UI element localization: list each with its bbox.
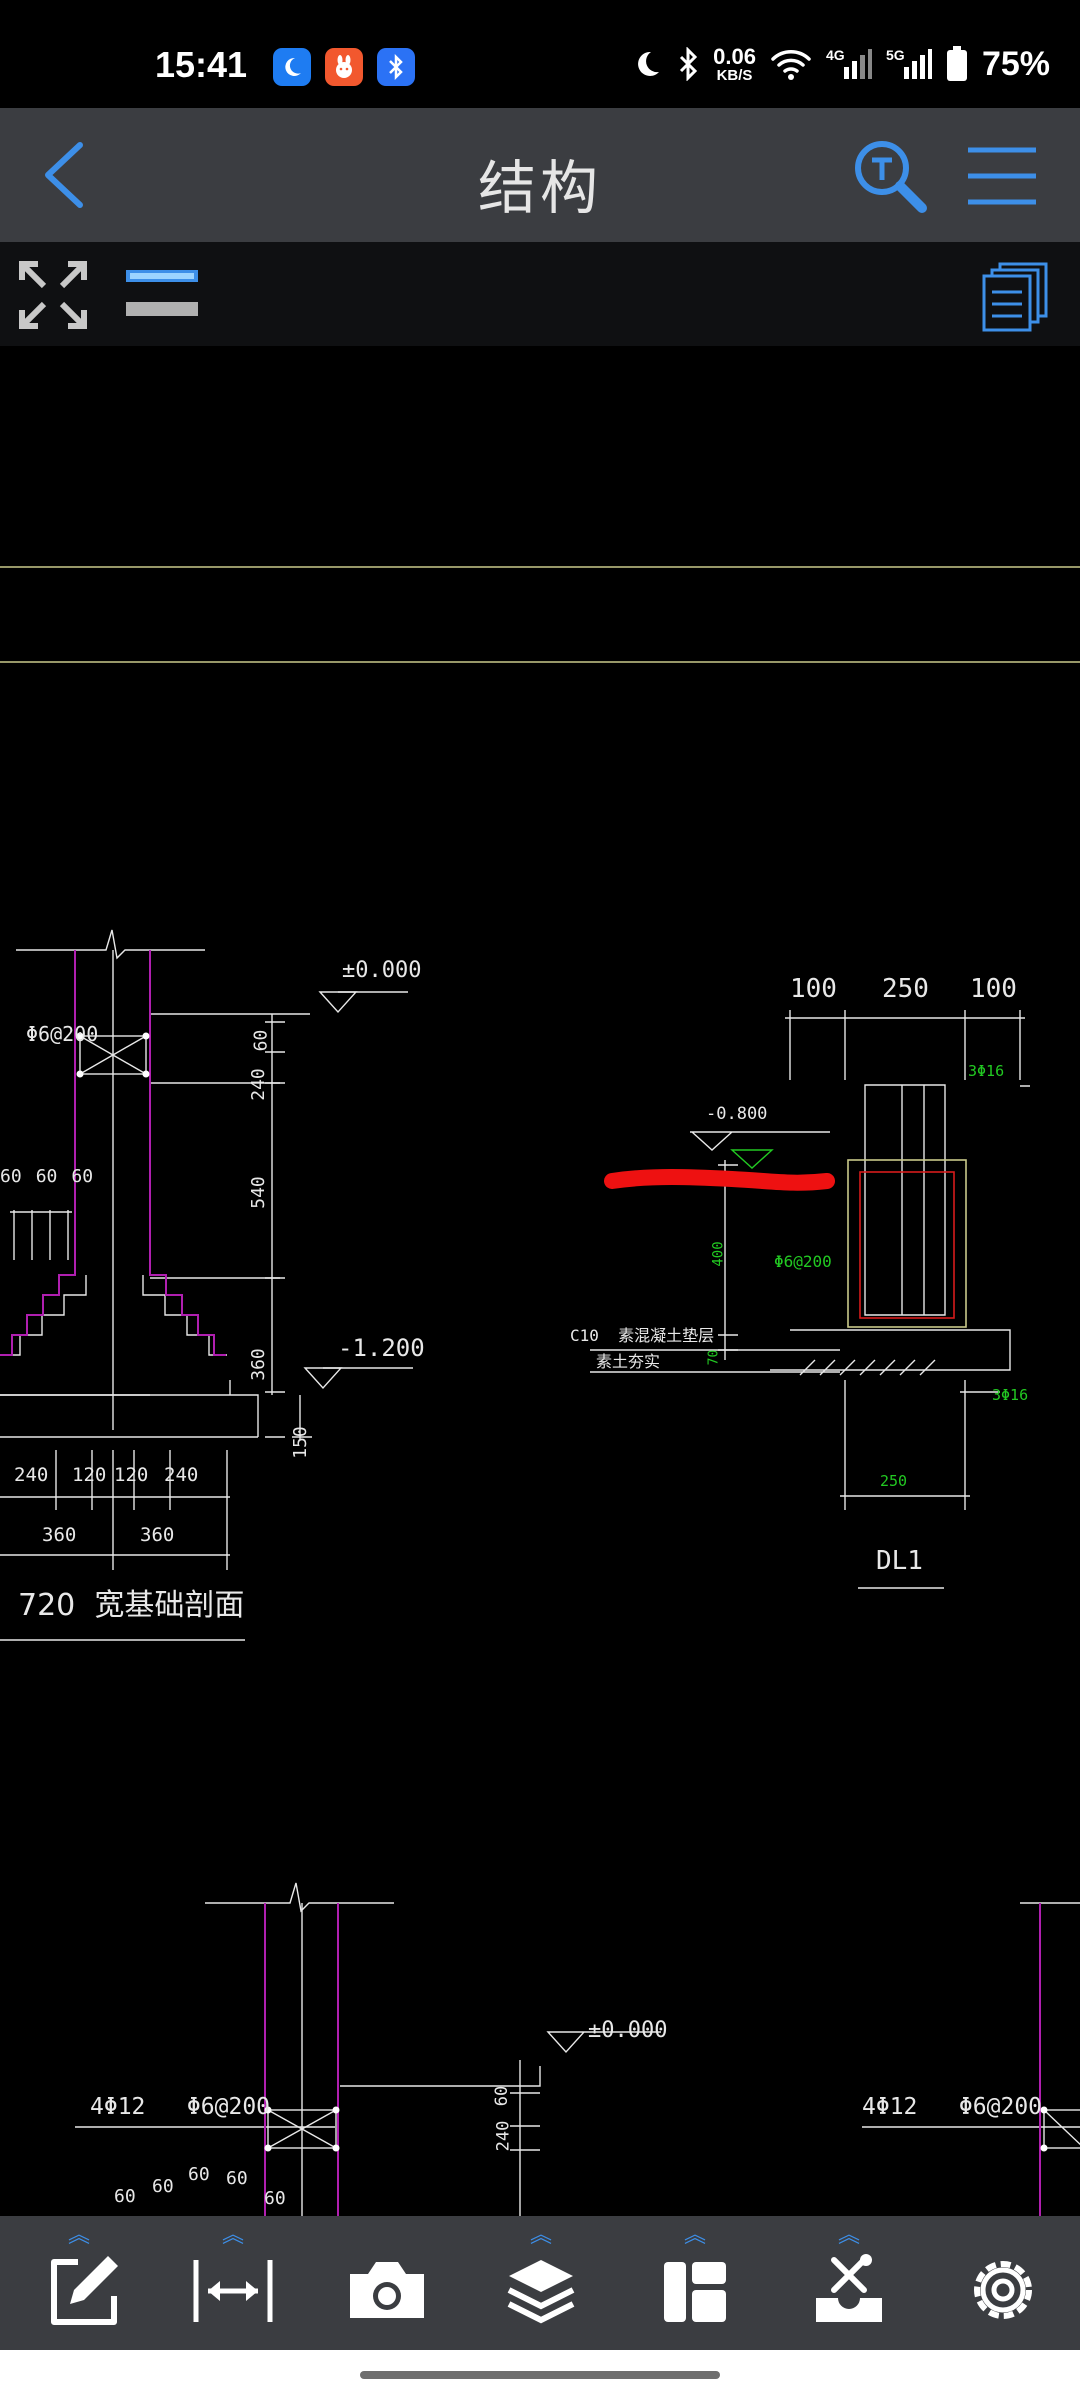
- settings-icon: [974, 2261, 1032, 2319]
- menu-button[interactable]: [962, 138, 1042, 214]
- settings-button[interactable]: [926, 2216, 1080, 2350]
- signal-4g-icon: [843, 49, 872, 79]
- battery-percent: 75%: [981, 44, 1050, 83]
- moon-app-icon: [273, 48, 311, 86]
- panel-button[interactable]: ︽: [618, 2216, 772, 2350]
- drawing-canvas[interactable]: ±0.000 Φ6@200 60 60 60 60 240 540 360 15…: [0, 346, 1080, 2216]
- camera-icon: [350, 2262, 424, 2318]
- left-elev-top: ±0.000: [342, 958, 422, 983]
- line-style-icon: [126, 270, 198, 316]
- wifi-icon: [771, 50, 811, 80]
- left-offsets: 60 60 60: [0, 1166, 94, 1187]
- text-search-icon: [855, 141, 927, 213]
- rabbit-app-icon: [325, 48, 363, 86]
- signal-5g: 5G: [886, 47, 932, 81]
- left-rebar: Φ6@200: [26, 1022, 99, 1046]
- right-elev: -0.800: [706, 1104, 768, 1124]
- chevron-up-icon: ︽: [529, 2222, 552, 2247]
- gesture-area: [0, 2350, 1080, 2400]
- annotate-icon: [51, 2256, 118, 2325]
- signal-5g-icon: [903, 49, 932, 79]
- bottom-toolbar: ︽ ︽ ︽ ︽: [0, 2216, 1080, 2350]
- lower-elev: ±0.000: [588, 2018, 668, 2043]
- panel-icon: [664, 2262, 726, 2322]
- view-toolbar: [0, 242, 1080, 346]
- left-elev-bottom: -1.200: [338, 1334, 425, 1362]
- layers-button[interactable]: ︽: [464, 2216, 618, 2350]
- lower-left-bars: 4Φ12 Φ6@200: [90, 2094, 271, 2120]
- right-top-bars: 3Φ16: [968, 1062, 1005, 1080]
- right-pad-dim: 70: [706, 1349, 722, 1366]
- left-vertical-dims: 60 240 540 360 150: [247, 1029, 311, 1459]
- status-indicators: 0.06 KB/S 4G 5G 75%: [631, 42, 1050, 86]
- lower-right-bars: 4Φ12 Φ6@200: [862, 2094, 1043, 2120]
- home-indicator[interactable]: [360, 2371, 720, 2379]
- right-width-dim: 250: [880, 1472, 908, 1490]
- chevron-up-icon: ︽: [221, 2222, 244, 2247]
- menu-icon: [968, 147, 1036, 205]
- tools-icon: [816, 2254, 882, 2322]
- camera-button[interactable]: [310, 2216, 464, 2350]
- bluetooth-icon: [680, 47, 698, 81]
- back-button[interactable]: [30, 133, 110, 217]
- dnd-moon-icon: [638, 51, 660, 76]
- measure-icon: [193, 2260, 273, 2322]
- right-height-dim: 400: [710, 1241, 727, 1267]
- bluetooth-app-icon: [377, 48, 415, 86]
- annotate-button[interactable]: ︽: [2, 2216, 156, 2350]
- right-section-label: DL1: [876, 1546, 923, 1576]
- fullscreen-button[interactable]: [16, 258, 90, 332]
- battery-icon: [946, 46, 967, 81]
- right-note-1: C10 素混凝土垫层: [570, 1326, 715, 1345]
- fullscreen-icon: [19, 261, 87, 329]
- layouts-icon: [982, 262, 1048, 332]
- status-bar: 15:41 0.06 KB/S 4G 5G 75%: [0, 0, 1080, 108]
- cad-text-layer: ±0.000 Φ6@200 60 60 60 60 240 540 360 15…: [0, 958, 1043, 2209]
- page-title: 结构: [477, 154, 602, 222]
- status-time: 15:41: [155, 44, 248, 85]
- measure-button[interactable]: ︽: [156, 2216, 310, 2350]
- section-left-title: 720 宽基础剖面: [18, 1588, 245, 1623]
- chevron-up-icon: ︽: [67, 2222, 90, 2247]
- tools-button[interactable]: ︽: [772, 2216, 926, 2350]
- text-search-button[interactable]: [848, 134, 932, 218]
- chevron-up-icon: ︽: [683, 2222, 706, 2247]
- layers-icon: [507, 2260, 575, 2324]
- app-header: 结构: [0, 108, 1080, 242]
- layouts-button[interactable]: [980, 260, 1050, 332]
- chevron-up-icon: ︽: [837, 2222, 860, 2247]
- back-arrow-icon: [45, 142, 83, 208]
- cad-drawing: [0, 566, 1080, 2216]
- net-speed: 0.06 KB/S: [713, 43, 756, 84]
- line-style-button[interactable]: [124, 264, 200, 328]
- signal-4g: 4G: [826, 47, 872, 81]
- right-stirrup: Φ6@200: [774, 1252, 832, 1271]
- right-bottom-bars: 3Φ16: [992, 1386, 1029, 1404]
- right-note-2: 素土夯实: [596, 1352, 661, 1371]
